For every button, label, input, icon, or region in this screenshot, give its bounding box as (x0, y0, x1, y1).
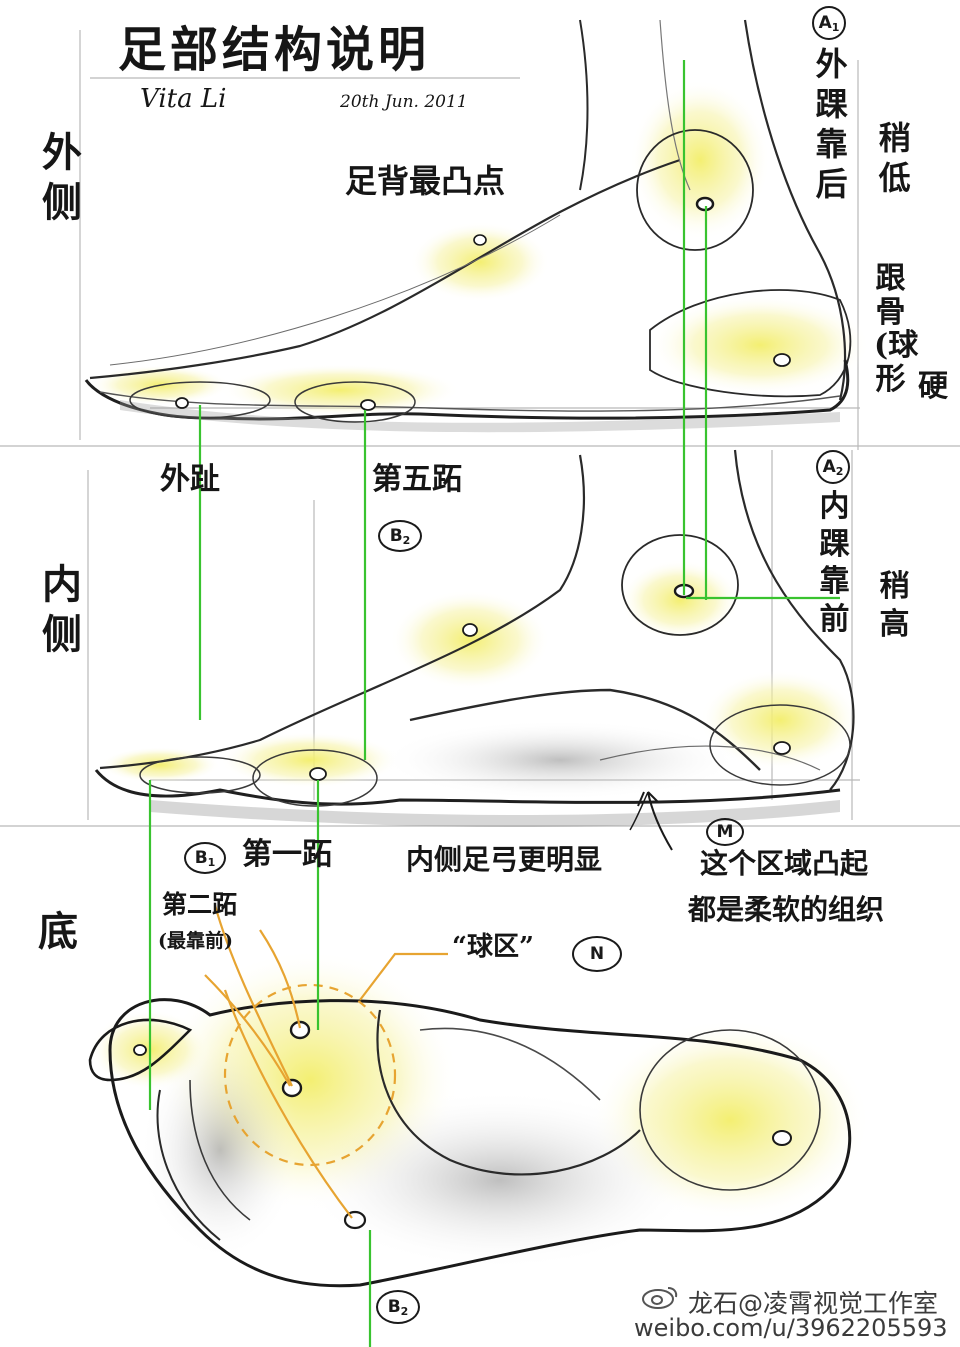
outer-foot-drawing (84, 19, 870, 433)
badge-a2-sub: 2 (835, 464, 844, 478)
side-label-outer: 外侧 (42, 129, 82, 226)
weibo-logo-icon (642, 1287, 678, 1309)
label-hard: 硬 (918, 369, 948, 404)
label-inner-arch: 内侧足弓更明显 (406, 843, 603, 876)
badge-b2-top-letter: B (389, 526, 403, 546)
watermark-url: weibo.com/u/3962205593 (634, 1314, 948, 1342)
badge-n-letter: N (589, 944, 605, 964)
label-ball-area: “球区” (452, 932, 534, 962)
drawing-date: 20th Jun. 2011 (340, 92, 468, 112)
badge-b1-sub: 1 (207, 855, 216, 869)
badge-m-letter: M (716, 822, 734, 842)
label-second-toe-note: (最靠前) (158, 930, 233, 952)
author-signature: Vita Li (140, 84, 227, 114)
badge-b2-top-sub: 2 (402, 533, 411, 547)
label-outer-toe: 外趾 (160, 462, 220, 497)
badge-b2-bottom-sub: 2 (400, 1304, 409, 1318)
label-instep-peak: 足背最凸点 (345, 162, 506, 200)
label-slightly-low: 稍低 (878, 119, 911, 197)
watermark-author: 龙石@凌霄视觉工作室 (688, 1289, 939, 1318)
badge-b1-letter: B (194, 848, 208, 868)
badge-a2-letter: A (822, 457, 836, 477)
diagram-title: 足部结构说明 (118, 22, 431, 78)
side-label-sole: 底 (38, 908, 78, 955)
label-fifth-toe: 第五跖 (372, 462, 462, 497)
label-slightly-high: 稍高 (879, 569, 910, 642)
label-first-toe: 第一跖 (242, 837, 332, 872)
side-label-inner: 内侧 (42, 561, 82, 658)
label-soft-area-line1: 这个区域凸起 (700, 847, 869, 880)
badge-a1-letter: A (818, 13, 832, 33)
sole-drawing (88, 904, 870, 1288)
label-soft-area-line2: 都是柔软的组织 (688, 893, 885, 926)
badge-a1-sub: 1 (831, 20, 840, 34)
label-heel-bone: 跟骨(球形 (874, 261, 919, 397)
badge-n: N (572, 936, 622, 972)
badge-b2-bottom-letter: B (387, 1297, 401, 1317)
label-second-toe: 第二跖 (162, 890, 238, 919)
green-guide-lines (148, 60, 840, 1347)
label-outer-ankle: 外踝靠后 (815, 45, 848, 203)
badge-m: M (706, 818, 744, 846)
inner-foot-drawing (94, 449, 860, 851)
label-inner-ankle: 内踝靠前 (819, 489, 850, 637)
